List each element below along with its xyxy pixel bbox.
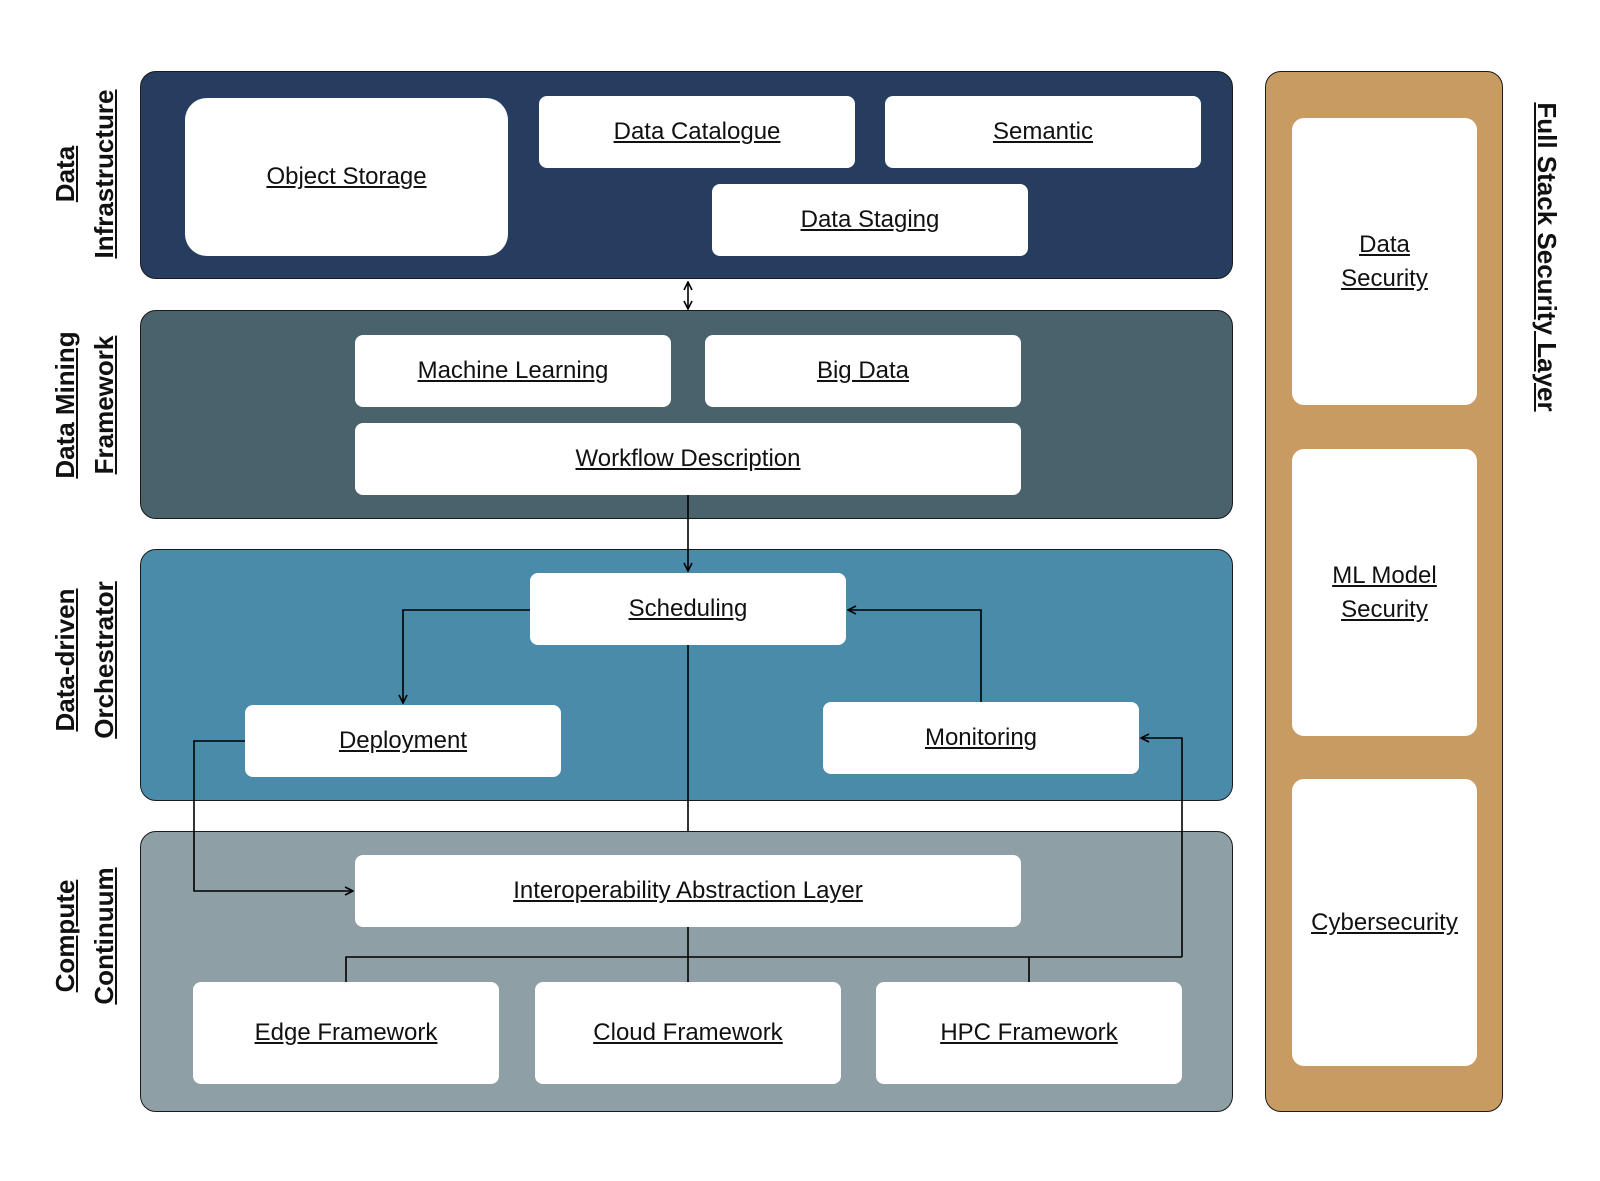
scheduling-box: Scheduling	[530, 573, 846, 645]
machine-learning-box: Machine Learning	[355, 335, 671, 407]
label-full-stack-security-layer: Full Stack Security Layer	[1532, 102, 1562, 412]
label-data-mining-framework: Data Mining Framework	[50, 331, 119, 479]
edge-framework-box: Edge Framework	[193, 982, 499, 1084]
interoperability-abstraction-layer-box: Interoperability Abstraction Layer	[355, 855, 1021, 927]
data-staging-box: Data Staging	[712, 184, 1028, 256]
deployment-box: Deployment	[245, 705, 561, 777]
big-data-box: Big Data	[705, 335, 1021, 407]
data-catalogue-box: Data Catalogue	[539, 96, 855, 168]
data-security-box: Data Security	[1292, 118, 1477, 405]
cybersecurity-box: Cybersecurity	[1292, 779, 1477, 1066]
label-compute-continuum: Compute Continuum	[50, 867, 119, 1005]
monitoring-box: Monitoring	[823, 702, 1139, 774]
semantic-box: Semantic	[885, 96, 1201, 168]
hpc-framework-box: HPC Framework	[876, 982, 1182, 1084]
cloud-framework-box: Cloud Framework	[535, 982, 841, 1084]
object-storage-box: Object Storage	[185, 98, 508, 256]
label-data-driven-orchestrator: Data-driven Orchestrator	[50, 581, 119, 739]
ml-model-security-box: ML Model Security	[1292, 449, 1477, 736]
label-data-infrastructure: Data Infrastructure	[50, 89, 119, 259]
workflow-description-box: Workflow Description	[355, 423, 1021, 495]
